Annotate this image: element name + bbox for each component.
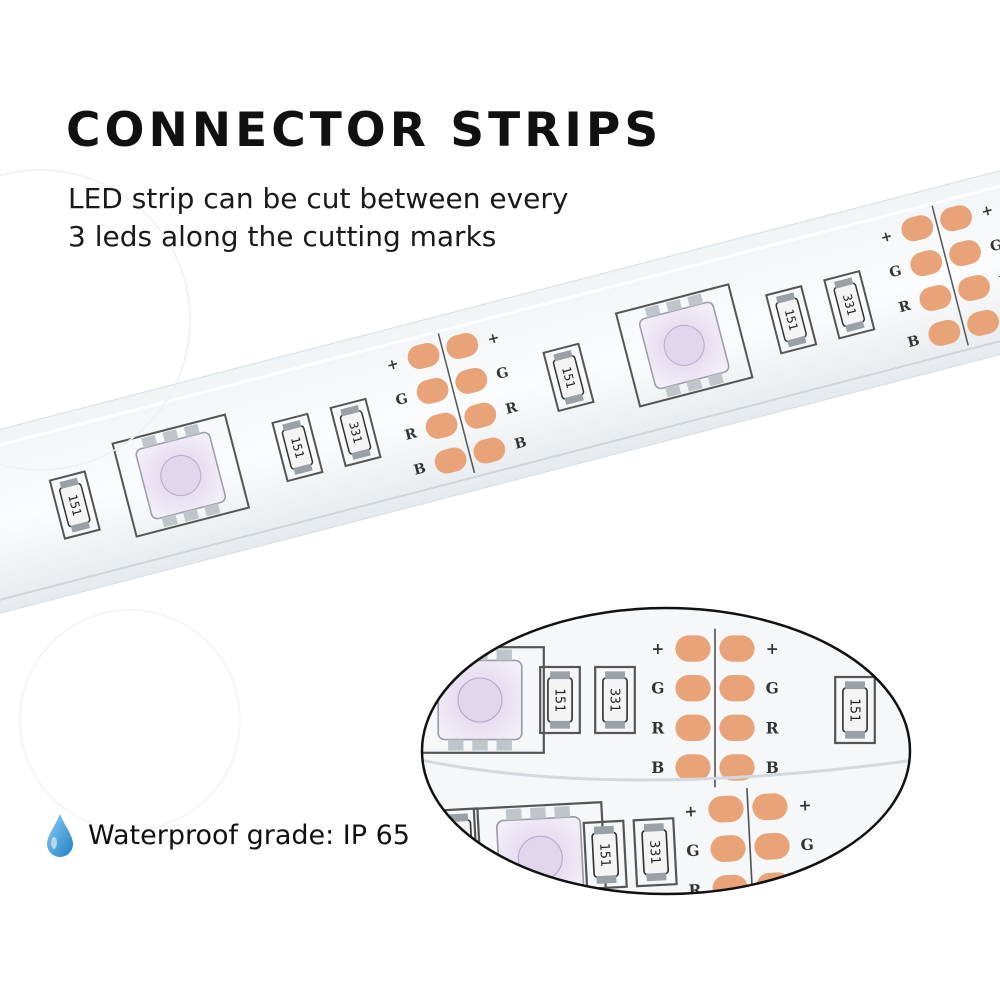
pad-label: G [800, 836, 814, 855]
resistor: 151 [765, 285, 818, 355]
resistor: 331 [823, 269, 876, 340]
solder-pad [928, 319, 961, 346]
pad-label: R [688, 881, 702, 900]
solder-pad [708, 795, 744, 823]
solder-pad [958, 274, 990, 301]
solder-pad [675, 635, 711, 662]
description-line-2: 3 leds along the cutting marks [68, 220, 497, 253]
solder-pad [473, 437, 506, 464]
solder-pad [675, 714, 711, 741]
pad-label: R [504, 399, 520, 417]
pad-label: B [690, 921, 704, 940]
resistor-label: 151 [596, 843, 612, 868]
solder-pad [752, 793, 788, 821]
resistor-label: 151 [782, 308, 801, 333]
solder-pad [434, 447, 467, 474]
resistor: 331 [594, 665, 636, 735]
solder-pad [425, 412, 458, 439]
resistor-label: 331 [346, 420, 365, 445]
pad-label: G [651, 680, 664, 698]
resistor: 151 [582, 819, 628, 890]
pad-label: B [412, 460, 428, 478]
solder-pad [754, 832, 790, 860]
resistor-label: 331 [607, 688, 622, 712]
pad-label: G [495, 365, 511, 383]
resistor-label: 331 [646, 840, 662, 865]
solder-pad [940, 205, 972, 232]
pad-label: B [513, 434, 529, 452]
resistor-label: 151 [288, 435, 307, 460]
led-chip [614, 283, 754, 408]
pad-label: + [651, 640, 664, 658]
pad-label: + [684, 802, 698, 821]
resistor: 151 [48, 470, 101, 540]
resistor: 151 [271, 412, 324, 483]
pad-label: B [804, 915, 818, 934]
solder-pad [675, 675, 711, 702]
waterproof-label: Waterproof grade: IP 65 [88, 819, 410, 851]
solder-pad [758, 911, 795, 939]
pad-label: R [998, 272, 1000, 290]
resistor-label: 151 [450, 830, 466, 855]
solder-pad [719, 754, 755, 781]
pad-label: B [906, 333, 922, 351]
pad-label: G [988, 237, 1000, 255]
water-drop-icon [47, 814, 73, 857]
pad-label: R [802, 875, 816, 894]
description-line-1: LED strip can be cut between every [68, 182, 569, 215]
cutting-description: LED strip can be cut between every 3 led… [68, 180, 569, 256]
solder-pad [675, 754, 711, 781]
solder-pad [714, 914, 751, 942]
solder-pad [416, 377, 449, 404]
solder-pad [919, 285, 952, 312]
solder-pad [719, 675, 755, 702]
solder-pad [455, 367, 488, 394]
resistor-label: 151 [559, 365, 578, 390]
pad-label: + [879, 228, 894, 246]
pad-label: + [385, 356, 400, 374]
resistor-label: 151 [65, 493, 84, 518]
pad-label: + [980, 202, 995, 220]
resistor: 151 [542, 342, 595, 413]
pad-label: G [766, 680, 779, 698]
solder-pad [446, 332, 479, 359]
led-chip [111, 413, 251, 538]
pad-label: R [651, 719, 664, 737]
pad-label: B [651, 759, 664, 777]
solder-pad [710, 835, 746, 863]
resistor-label: 151 [847, 698, 862, 722]
pad-label: R [897, 298, 913, 316]
solder-pad [949, 240, 981, 267]
pad-label: B [766, 759, 779, 777]
resistor: 151 [539, 665, 581, 735]
page-title: CONNECTOR STRIPS [66, 103, 663, 158]
zoom-inset: 151 331 + + G G R R B B 151 151 151 331 + + G G R R B B [420, 606, 912, 942]
cut-point-pads: + + G G R R B B [651, 628, 779, 788]
solder-pad [967, 309, 999, 336]
pad-label: R [766, 719, 779, 737]
waterproof-rating: Waterproof grade: IP 65 [44, 812, 410, 858]
solder-pad [407, 342, 440, 369]
resistor-label: 331 [840, 293, 859, 318]
pad-label: R [403, 425, 419, 443]
solder-pad [719, 635, 755, 662]
pad-label: + [486, 330, 501, 348]
resistor: 331 [632, 817, 678, 888]
pad-label: G [686, 842, 700, 861]
resistor: 151 [834, 675, 876, 745]
solder-pad [910, 250, 943, 277]
resistor-label: 151 [552, 688, 567, 712]
resistor: 331 [329, 397, 382, 468]
pad-label: + [798, 796, 812, 815]
pad-label: + [766, 640, 779, 658]
pad-label: G [888, 263, 904, 281]
solder-pad [719, 714, 755, 741]
solder-pad [464, 402, 497, 429]
pad-label: G [394, 391, 410, 409]
solder-pad [901, 215, 934, 242]
